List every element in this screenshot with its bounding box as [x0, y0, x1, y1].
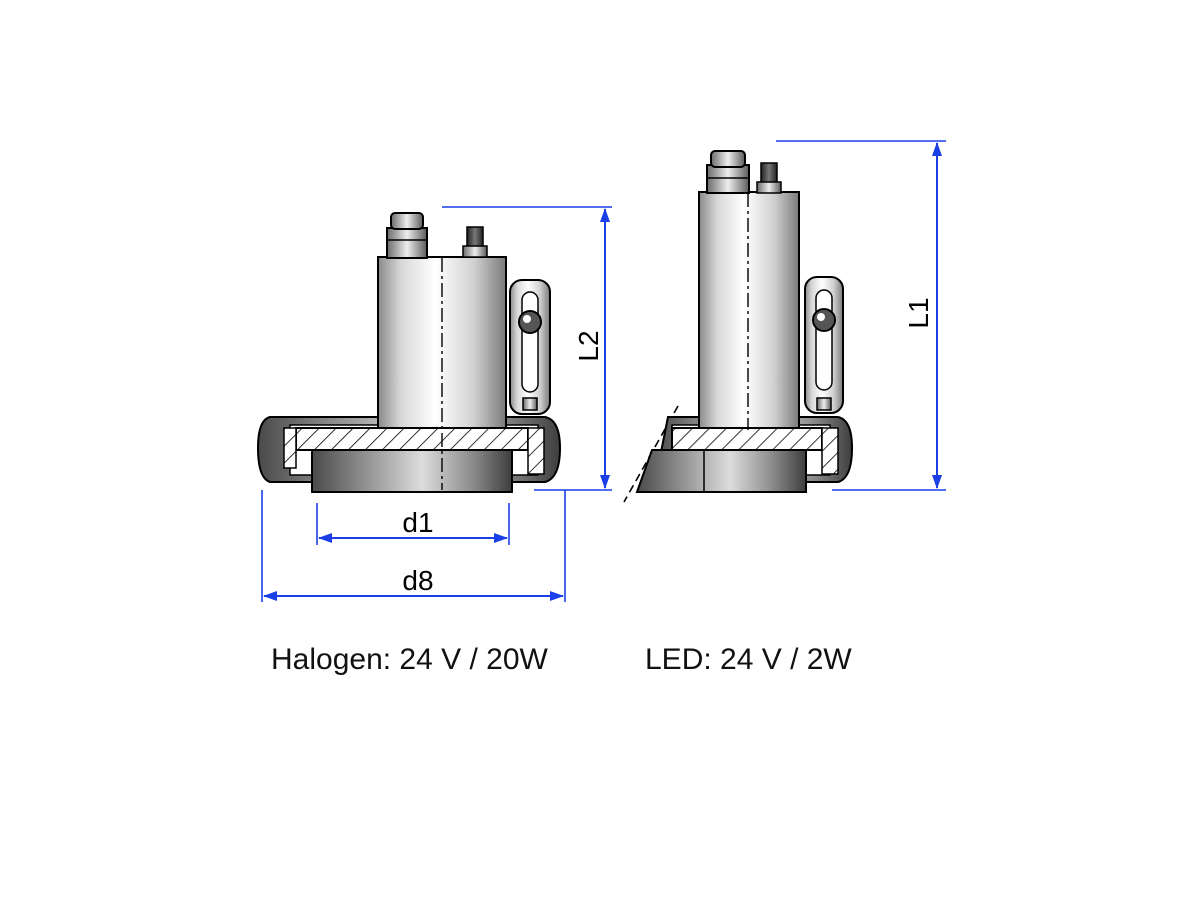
dimension-label-L2: L2	[573, 330, 604, 361]
sight-glass-section	[671, 427, 823, 451]
welding-ferrule	[311, 449, 513, 493]
cable-gland	[706, 164, 750, 194]
dimension-d1: d1	[316, 503, 510, 545]
halogen-caption: Halogen: 24 V / 20W	[271, 643, 548, 676]
welding-ferrule	[635, 449, 807, 493]
sight-glass-section	[295, 427, 529, 451]
wiper-bracket	[509, 279, 551, 415]
wiper-bracket	[804, 276, 844, 414]
switch-pin	[760, 162, 778, 184]
led-light-assembly	[623, 150, 854, 503]
halogen-light-assembly	[256, 212, 562, 493]
cable-gland	[386, 227, 428, 259]
led-caption: LED: 24 V / 2W	[645, 643, 852, 676]
dimension-label-d8: d8	[402, 565, 433, 596]
dimension-L2: L2	[442, 206, 612, 491]
lamp-housing	[698, 191, 800, 429]
dimension-d8: d8	[261, 490, 566, 602]
dimension-label-L1: L1	[903, 297, 934, 328]
switch-pin	[466, 226, 484, 248]
dimension-L1: L1	[776, 140, 946, 491]
dimension-label-d1: d1	[402, 507, 433, 538]
